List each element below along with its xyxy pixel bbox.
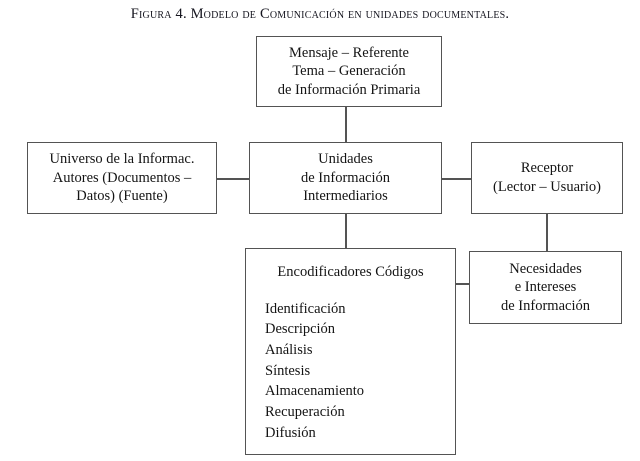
node-encodificadores-codigos: Encodificadores Códigos Identificación D…	[245, 248, 456, 455]
node-mensaje-line-3: de Información Primaria	[277, 81, 421, 98]
list-item: Difusión	[265, 424, 316, 441]
connector-receptor-to-necesidades	[546, 213, 548, 252]
list-item: Identificación	[265, 300, 346, 317]
connector-unidades-to-receptor	[441, 178, 472, 180]
node-unidades-line-3: Intermediarios	[303, 188, 388, 205]
node-unidades-line-1: Unidades	[318, 151, 373, 168]
list-item: Descripción	[265, 321, 336, 338]
node-necesidades-line-1: Necesidades	[509, 260, 582, 277]
node-unidades-line-2: de Información	[301, 169, 390, 186]
node-universo-informacion: Universo de la Informac. Autores (Docume…	[27, 142, 217, 214]
connector-universo-to-unidades	[216, 178, 251, 180]
node-receptor-line-1: Receptor	[520, 160, 574, 177]
node-universo-line-2: Autores (Documentos –	[52, 169, 192, 186]
list-item: Síntesis	[265, 362, 311, 379]
connector-unidades-to-encodificadores	[345, 213, 347, 250]
list-item: Análisis	[265, 342, 313, 359]
list-item: Recuperación	[265, 404, 345, 421]
node-necesidades-line-2: e Intereses	[514, 279, 577, 296]
list-item: Almacenamiento	[265, 383, 365, 400]
node-unidades-informacion: Unidades de Información Intermediarios	[249, 142, 442, 214]
node-receptor: Receptor (Lector – Usuario)	[471, 142, 623, 214]
encodificadores-process-list: Identificación Descripción Análisis Sínt…	[246, 299, 455, 444]
node-mensaje: Mensaje – Referente Tema – Generación de…	[256, 36, 442, 107]
node-mensaje-line-1: Mensaje – Referente	[289, 44, 409, 61]
figure-caption: Figura 4. Modelo de Comunicación en unid…	[130, 6, 510, 22]
connector-mensaje-to-unidades	[345, 106, 347, 144]
node-receptor-line-2: (Lector – Usuario)	[493, 179, 601, 195]
node-necesidades-line-3: de Información	[501, 297, 590, 314]
node-universo-line-1: Universo de la Informac.	[49, 151, 195, 168]
node-mensaje-line-2: Tema – Generación	[292, 63, 406, 80]
encodificadores-title: Encodificadores Códigos	[277, 264, 424, 280]
node-necesidades-intereses: Necesidades e Intereses de Información	[469, 251, 622, 324]
connector-encodificadores-to-necesidades	[455, 283, 470, 285]
node-universo-line-3: Datos) (Fuente)	[76, 188, 168, 205]
